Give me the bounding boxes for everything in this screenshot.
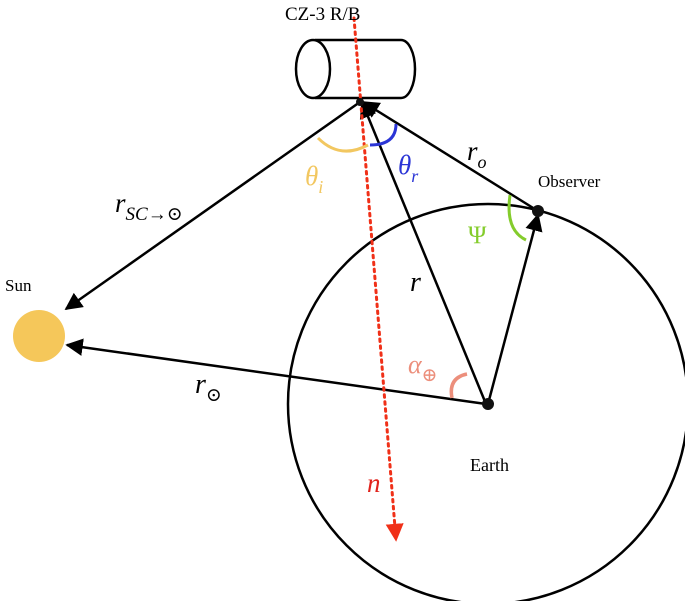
normal-vector-n <box>352 16 404 542</box>
r-sc-sun-label: rSC→⊙ <box>115 188 183 225</box>
observer-point <box>532 205 544 217</box>
earth-center-point <box>482 398 494 410</box>
observer-label: Observer <box>538 172 601 191</box>
rocket-body-icon <box>294 38 417 100</box>
psi-arc <box>507 194 527 242</box>
vector-r-o <box>361 100 539 213</box>
sun-label: Sun <box>5 276 32 295</box>
vector-r-sun <box>65 338 487 406</box>
r-sun-label: r⊙ <box>195 369 222 406</box>
n-label: n <box>367 468 381 498</box>
sun-icon <box>13 310 65 362</box>
earth-label: Earth <box>470 455 509 475</box>
r-o-label: ro <box>467 136 487 172</box>
vector-r <box>359 100 488 405</box>
theta-i-arc <box>316 136 369 153</box>
alpha-arc <box>449 372 468 399</box>
vector-earth-observer <box>486 213 543 405</box>
theta-i-label: θi <box>305 161 323 197</box>
earth-circle <box>286 202 685 601</box>
rocket-body-label: CZ-3 R/B <box>285 4 360 25</box>
psi-label: Ψ <box>468 222 487 249</box>
theta-r-arc <box>369 123 398 147</box>
rocket-point <box>356 98 364 106</box>
r-label: r <box>410 267 421 298</box>
vector-r-sc-sun <box>64 100 361 311</box>
theta-r-label: θr <box>398 150 419 186</box>
alpha-label: α⊕ <box>408 350 438 386</box>
